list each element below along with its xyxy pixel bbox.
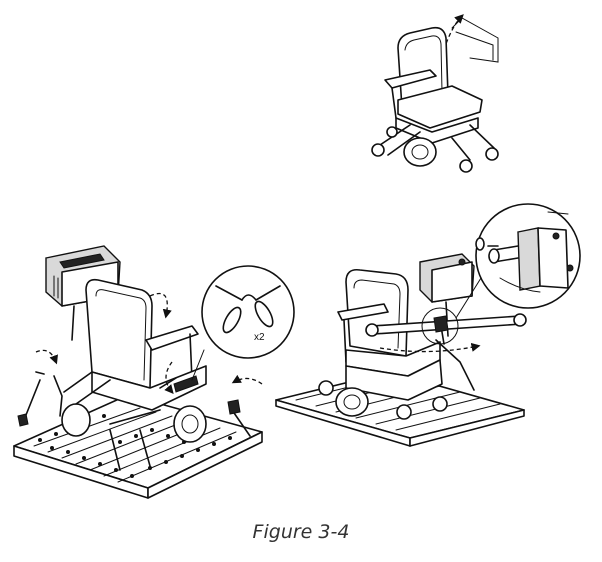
pole-mount-detail-callout <box>475 203 581 309</box>
chair-with-pole-illustration <box>275 253 527 447</box>
quantity-label: x2 <box>254 332 265 343</box>
folding-chair-illustration <box>371 14 499 173</box>
figure-caption: Figure 3-4 <box>252 521 350 543</box>
chair-on-platform-illustration <box>13 245 263 499</box>
hook-detail-callout: x2 <box>201 265 295 359</box>
